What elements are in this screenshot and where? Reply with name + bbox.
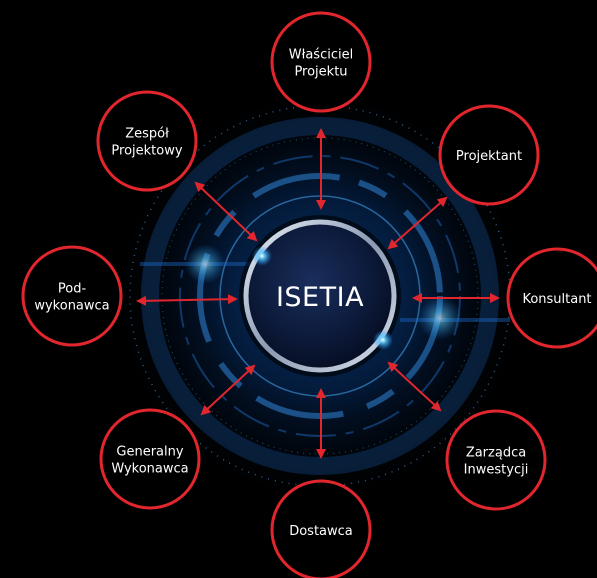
- arrow-projektant: [387, 196, 448, 250]
- center-hub: ISETIA: [239, 215, 401, 377]
- node-circle: [506, 247, 597, 349]
- connection-arrows: [136, 128, 500, 459]
- arrow-generalny-wykonawca: [200, 364, 256, 416]
- node-circle: [96, 90, 198, 192]
- node-label-line: Zarządca: [466, 446, 526, 461]
- center-flare-top-left: [252, 246, 272, 266]
- node-projektant: Projektant: [438, 104, 540, 206]
- node-circle: [99, 408, 201, 510]
- node-label-line: Konsultant: [522, 292, 591, 307]
- node-label-line: Pod-: [58, 282, 87, 297]
- node-label-line: Zespół: [125, 127, 169, 142]
- node-podwykonawca: Pod-wykonawca: [21, 245, 123, 347]
- node-label-line: wykonawca: [34, 299, 109, 314]
- node-circle: [270, 479, 372, 578]
- arrow-zarzadca-inwestycji: [387, 361, 442, 412]
- node-group: WłaścicielProjektuProjektantKonsultantZa…: [21, 11, 597, 578]
- node-circle: [270, 11, 372, 113]
- node-circle: [438, 104, 540, 206]
- node-label-line: Projektant: [456, 149, 522, 164]
- node-label-line: Dostawca: [289, 524, 353, 539]
- arrow-zespol-projektowy: [194, 181, 258, 242]
- node-konsultant: Konsultant: [506, 247, 597, 349]
- node-label-line: Projektowy: [111, 144, 182, 159]
- node-label-line: Inwestycji: [464, 463, 529, 478]
- node-label-line: Właściciel: [289, 48, 353, 63]
- node-circle: [21, 245, 123, 347]
- arrow-podwykonawca: [136, 294, 238, 306]
- center-flare-bottom-right: [373, 330, 393, 350]
- node-circle: [445, 409, 547, 511]
- node-label-line: Wykonawca: [111, 462, 188, 477]
- center-label: ISETIA: [276, 282, 364, 313]
- node-dostawca: Dostawca: [270, 479, 372, 578]
- node-label-line: Projektu: [294, 65, 347, 80]
- node-label-line: Generalny: [116, 445, 183, 460]
